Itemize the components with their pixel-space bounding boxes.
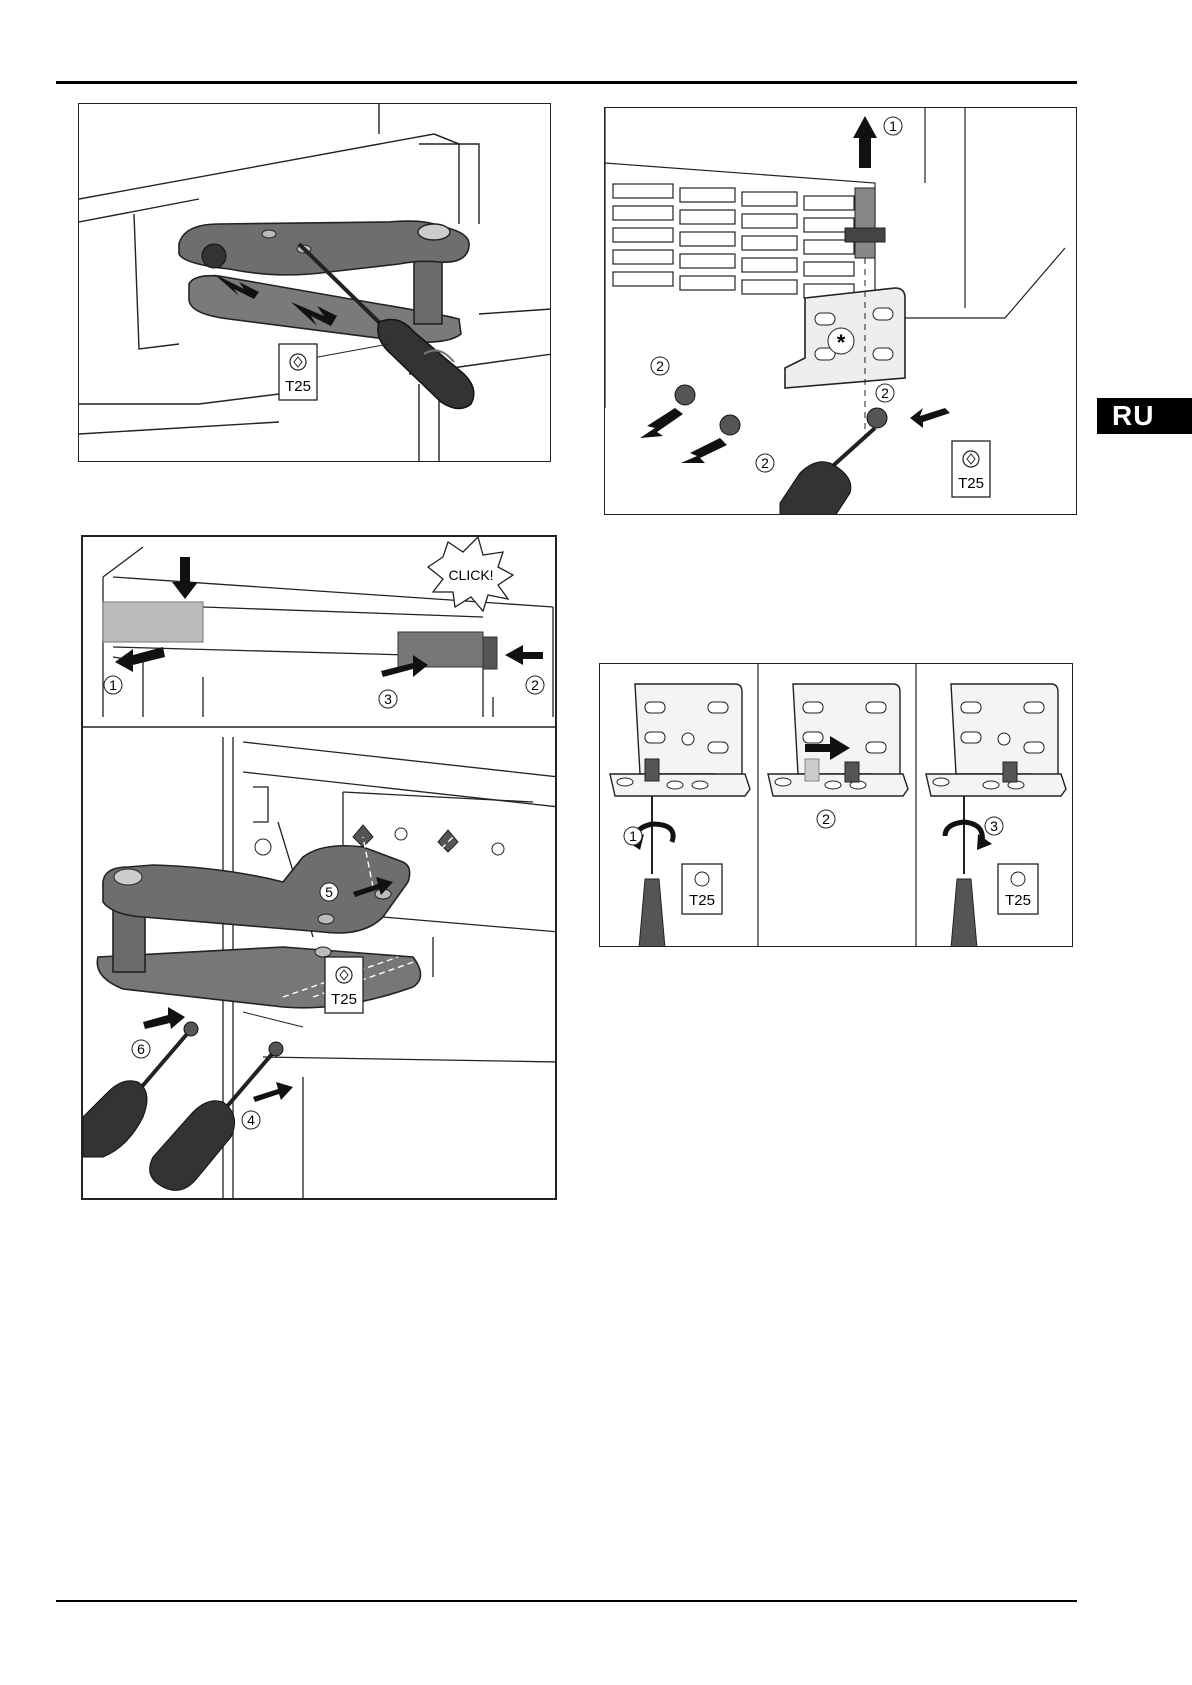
torx-tool-label: T25 [682,864,722,914]
step-marker-1: 1 [629,828,637,844]
arrow-icon [681,438,727,463]
figure-hinge-removal: T25 [78,103,551,462]
step-marker-1: 1 [889,118,897,134]
bracket-panel-3: 3 T25 [926,684,1066,947]
step-marker-3: 3 [990,818,998,834]
arrow-icon [115,647,165,672]
vent-grille [613,184,854,298]
screwdriver-icon [780,428,875,515]
step-marker-4: 4 [247,1112,255,1128]
torx-tool-label: T25 [279,344,317,400]
step-marker-6: 6 [137,1041,145,1057]
screwdriver-icon [150,1042,283,1190]
step-marker-3: 3 [384,691,392,707]
step-marker-1: 1 [109,677,117,693]
tool-label-text: T25 [689,892,715,909]
rotate-icon [637,824,673,844]
header-rule [56,81,1077,84]
arrow-icon [253,1082,293,1102]
screwdriver-icon [639,879,665,947]
language-badge: RU [1097,398,1192,434]
arrow-icon [143,1007,185,1029]
click-label: CLICK! [448,567,493,583]
figure-bracket-removal: 1 * 2 2 2 T25 [604,107,1077,515]
tool-label-text: T25 [958,475,984,492]
tool-label-text: T25 [285,378,311,395]
torx-tool-label: T25 [952,441,990,497]
screwdriver-icon [951,879,977,947]
torx-tool-label: T25 [325,957,363,1013]
step-marker-2: 2 [656,358,664,374]
step-marker-2: 2 [531,677,539,693]
figure-pin-adjust: 1 T25 2 [599,663,1073,947]
arrow-icon [505,645,543,665]
step-marker-2: 2 [761,455,769,471]
arrow-icon [910,408,950,428]
tool-label-text: T25 [1005,892,1031,909]
step-marker-5: 5 [325,884,333,900]
arrow-icon [640,408,683,438]
step-marker-2: 2 [822,811,830,827]
bracket-panel-2: 2 [768,684,908,828]
arrow-icon [172,557,198,599]
tool-label-text: T25 [331,991,357,1008]
step-marker-2: 2 [881,385,889,401]
footer-rule [56,1600,1077,1602]
figure-hinge-install: CLICK! 1 2 3 [81,535,557,1200]
torx-tool-label: T25 [998,864,1038,914]
arrow-icon [853,116,877,168]
svg-text:*: * [837,330,846,355]
bracket-panel-1: 1 T25 [610,684,750,947]
